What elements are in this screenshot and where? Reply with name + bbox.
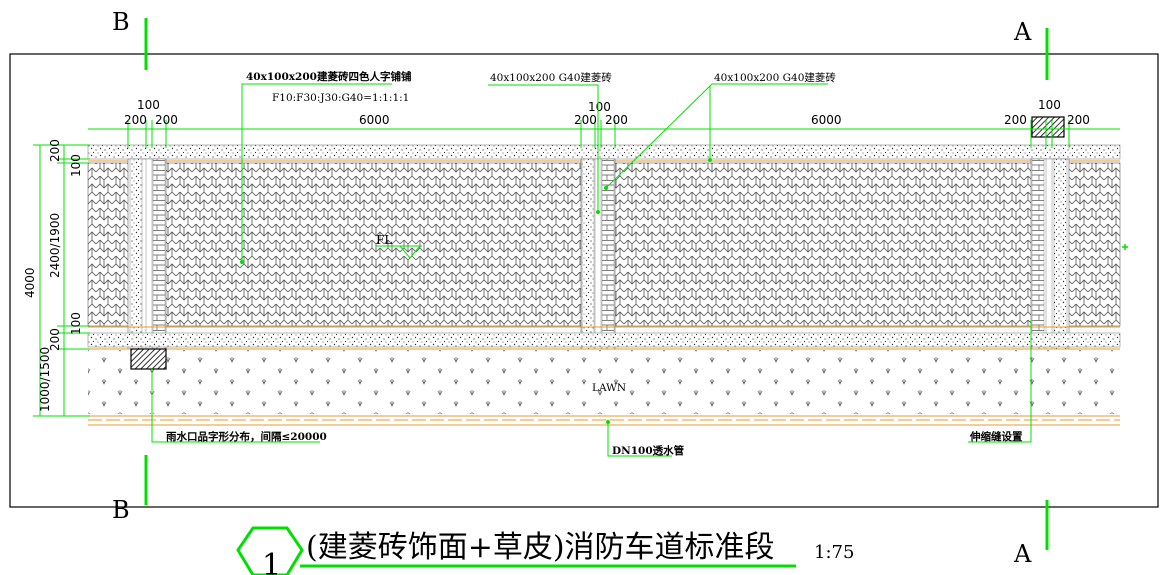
dim-top-200-b2: 200: [605, 113, 628, 127]
label-expansion-joint: 伸缩缝设置: [969, 430, 1023, 443]
title-number-badge: [236, 526, 304, 575]
dim-left-100-top: 100: [69, 154, 83, 177]
section-mark-b-top-label: B: [112, 8, 130, 36]
dim-top-100-b: 100: [588, 100, 611, 114]
drawing-title: 1 (建菱砖饰面+草皮)消防车道标准段 1:75: [236, 526, 854, 575]
section-mark-a-top-label: A: [1013, 18, 1032, 46]
top-border-strip: [87, 144, 1121, 160]
dim-top-100-a: 100: [137, 98, 160, 112]
label-brick-g40-a: 40x100x200 G40建菱砖: [490, 71, 612, 84]
leader-brick-a: [488, 84, 599, 212]
label-lawn: LAWN: [592, 382, 626, 394]
dim-left-2400: 2400/1900: [48, 213, 62, 278]
dim-left-200-bot: 200: [48, 328, 62, 351]
label-drain-pipe: DN100透水管: [612, 444, 685, 457]
dim-top-6000-b: 6000: [811, 113, 842, 127]
label-brick-g40-b: 40x100x200 G40建菱砖: [714, 71, 836, 84]
bottom-border-strip: [87, 332, 1121, 348]
section-mark-a-bottom-label: A: [1013, 540, 1032, 568]
title-scale: 1:75: [814, 542, 854, 563]
label-mix-ratio: F10:F30:J30:G40=1:1:1:1: [272, 92, 409, 104]
section-mark-a: A A: [1013, 18, 1049, 568]
label-herringbone-paving: 40x100x200建菱砖四色人字铺铺: [246, 70, 412, 83]
label-drain-outlet: 雨水口品字形分布，间隔≤20000: [166, 430, 327, 443]
dim-left-4000: 4000: [23, 267, 37, 298]
drawing-frame: [9, 53, 1159, 508]
leader-drain-outlet: [151, 368, 320, 443]
leader-expansion-joint: [968, 320, 1032, 443]
lawn-area: [88, 350, 1120, 414]
fl-label: FL: [376, 233, 392, 247]
left-dimension-chain: [33, 144, 90, 417]
section-mark-b-bottom-label: B: [112, 496, 130, 524]
dim-top-6000-a: 6000: [359, 113, 390, 127]
dim-left-1000: 1000/1500: [38, 347, 52, 412]
dim-top-200-c1: 200: [1004, 113, 1027, 127]
dim-top-200-a1: 200: [124, 113, 147, 127]
top-right-hatch: [1031, 116, 1065, 138]
leader-herringbone: [241, 83, 392, 262]
dim-top-200-b1: 200: [574, 113, 597, 127]
section-mark-b: B B: [112, 8, 148, 524]
dim-left-100-bot: 100: [69, 312, 83, 335]
leader-brick-b: [605, 83, 828, 189]
dim-top-100-c: 100: [1038, 98, 1061, 112]
dim-top-200-c2: 200: [1067, 113, 1090, 127]
fl-elevation-marker: FL: [376, 233, 422, 259]
top-dimension-chain: [88, 120, 1120, 148]
title-text: (建菱砖饰面+草皮)消防车道标准段: [306, 530, 775, 565]
drain-outlet-hatch: [130, 348, 167, 370]
leader-drain-pipe: [607, 422, 672, 457]
dim-top-200-a2: 200: [155, 113, 178, 127]
title-number: 1: [262, 548, 281, 575]
dim-left-200-top: 200: [48, 139, 62, 162]
